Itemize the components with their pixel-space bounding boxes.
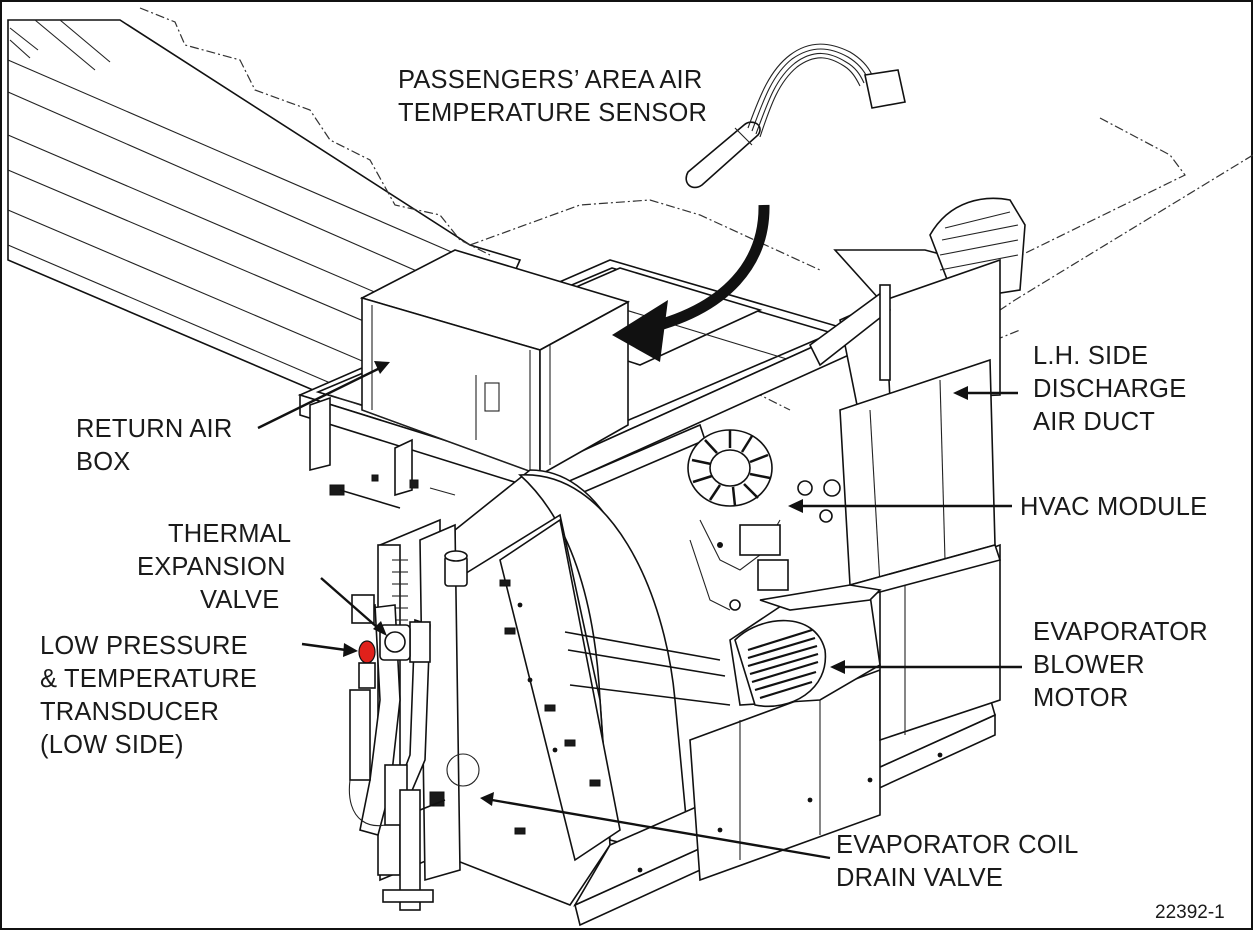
leader-lines <box>257 361 1022 860</box>
return-air-box-drawing <box>359 249 631 477</box>
transducer-highlight <box>358 640 376 664</box>
txv-label-line3: VALVE <box>200 586 279 614</box>
lh-duct-label-line3: AIR DUCT <box>1033 408 1155 436</box>
blower-label-line1: EVAPORATOR <box>1033 618 1208 646</box>
blower-wheel-drawing <box>687 429 841 611</box>
transducer-label-line4: (LOW SIDE) <box>40 731 184 759</box>
discharge-air-duct-drawing <box>808 197 1026 602</box>
drain-valve-callout-circle <box>446 753 480 787</box>
drain-label-line2: DRAIN VALVE <box>836 864 1003 892</box>
figure-number: 22392-1 <box>1155 902 1225 923</box>
blower-motor-drawing <box>729 584 882 707</box>
drain-label-line1: EVAPORATOR COIL <box>836 831 1078 859</box>
plumbing-assembly <box>348 518 480 911</box>
hvac-module-label: HVAC MODULE <box>1020 493 1207 521</box>
sensor-location-arrow <box>612 204 770 362</box>
hvac-module-body <box>454 469 1001 927</box>
transducer-label-line1: LOW PRESSURE <box>40 632 248 660</box>
box-brackets <box>309 396 456 509</box>
transducer-label-line3: TRANSDUCER <box>40 698 219 726</box>
sensor-label-line2: TEMPERATURE SENSOR <box>398 99 707 127</box>
return-box-label-line1: RETURN AIR <box>76 415 232 443</box>
lh-duct-label-line2: DISCHARGE <box>1033 375 1186 403</box>
blower-label-line2: BLOWER <box>1033 651 1145 679</box>
sensor-label-line1: PASSENGERS’ AREA AIR <box>398 66 702 94</box>
blower-label-line3: MOTOR <box>1033 684 1128 712</box>
txv-label-line2: EXPANSION <box>137 553 286 581</box>
lh-duct-label-line1: L.H. SIDE <box>1033 342 1148 370</box>
return-box-label-line2: BOX <box>76 448 130 476</box>
temperature-sensor-drawing <box>685 43 906 189</box>
transducer-label-line2: & TEMPERATURE <box>40 665 257 693</box>
txv-label-line1: THERMAL <box>168 520 291 548</box>
